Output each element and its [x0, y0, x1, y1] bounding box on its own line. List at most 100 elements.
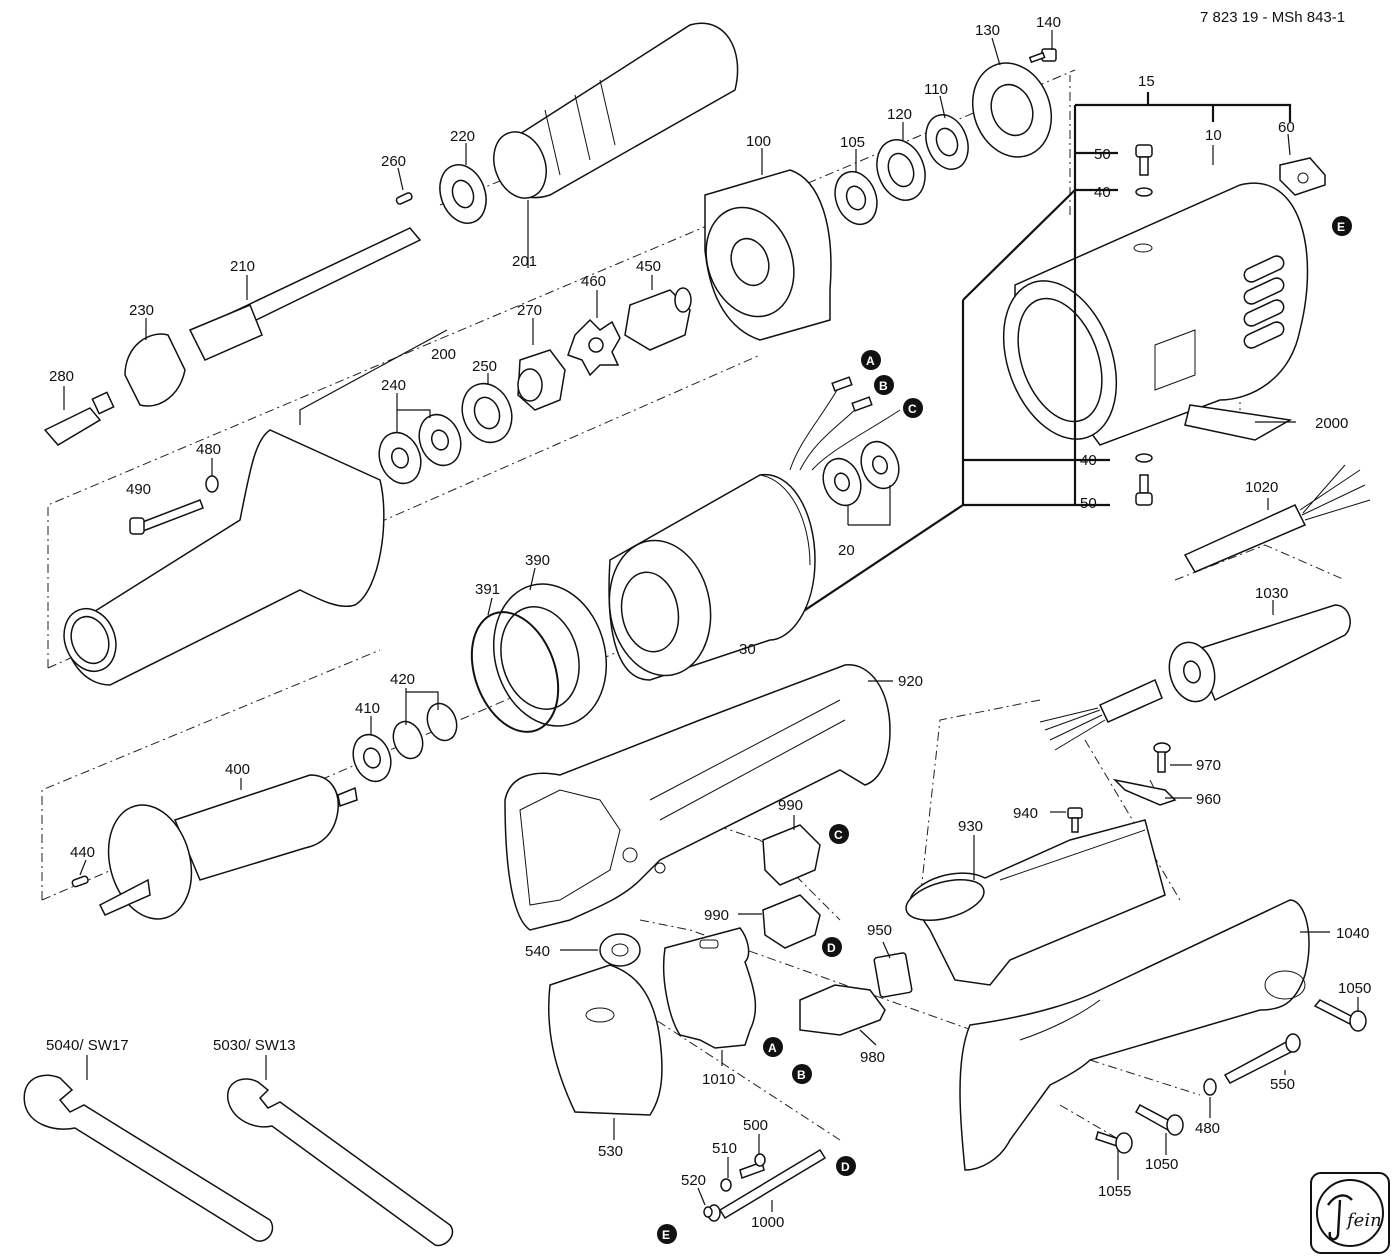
part-label: 220 — [450, 128, 475, 145]
part-label: 480 — [196, 441, 221, 458]
gasket-part — [1279, 157, 1326, 196]
washer-510 — [720, 1178, 732, 1192]
part-label: 230 — [129, 302, 154, 319]
part-label: 110 — [924, 81, 948, 98]
part-label: 201 — [512, 253, 537, 270]
part-label: 15 — [1138, 73, 1155, 90]
spindle-210 — [188, 227, 422, 361]
part-label: 1000 — [751, 1214, 784, 1231]
wrench-sw17 — [23, 1074, 274, 1242]
connection-marker-d: D — [836, 1156, 856, 1176]
part-label: 490 — [126, 481, 151, 498]
switch-990-b — [762, 894, 821, 949]
spring-washers-420 — [392, 702, 458, 760]
key-260 — [395, 192, 413, 205]
nut-230 — [124, 333, 186, 407]
svg-text:E: E — [1337, 220, 1345, 234]
screw-top — [1135, 144, 1153, 197]
cover-950 — [873, 952, 913, 998]
part-label: 200 — [431, 346, 456, 363]
svg-text:B: B — [879, 379, 888, 393]
connection-marker-e: E — [657, 1224, 677, 1244]
bearing-250 — [461, 382, 513, 444]
part-label: 420 — [390, 671, 415, 688]
connection-marker-d: D — [822, 937, 842, 957]
leader-lines — [63, 30, 1359, 1212]
part-label: 250 — [472, 358, 497, 375]
cover-plate-1010 — [662, 927, 757, 1049]
part-label: 940 — [1013, 805, 1038, 822]
part-label: 270 — [517, 302, 542, 319]
part-label: 1020 — [1245, 479, 1278, 496]
collet-280 — [43, 391, 115, 446]
screw-500 — [739, 1153, 766, 1179]
base-plate-530 — [547, 964, 663, 1116]
screw-940 — [1067, 807, 1083, 833]
rubber-foot-540 — [599, 933, 641, 967]
cable-grommet-1030 — [1168, 604, 1351, 703]
connection-marker-b: B — [874, 375, 894, 395]
part-label: 100 — [746, 133, 771, 150]
washer-520 — [703, 1206, 713, 1218]
part-label: 440 — [70, 844, 95, 861]
part-label: 960 — [1196, 791, 1221, 808]
part-label: 1050 — [1145, 1156, 1178, 1173]
screw-bottom — [1135, 453, 1153, 506]
part-label: 260 — [381, 153, 406, 170]
handle-shell-1040 — [959, 899, 1310, 1171]
washer-480 — [205, 475, 219, 493]
document-id: 7 823 19 - MSh 843-1 — [1200, 9, 1345, 26]
coupling-460 — [567, 318, 621, 377]
part-label: 510 — [712, 1140, 737, 1157]
screw-490 — [129, 499, 204, 535]
bearing-220 — [439, 164, 487, 224]
svg-text:D: D — [841, 1160, 850, 1174]
washers-240 — [378, 413, 462, 485]
part-labels: 15 10 60 50 40 40 50 140 130 110 120 105… — [46, 14, 1371, 1231]
svg-text:C: C — [834, 828, 843, 842]
svg-text:fein: fein — [1345, 1210, 1382, 1231]
svg-text:A: A — [866, 354, 875, 368]
connection-marker-c: C — [903, 398, 923, 418]
part-label: 30 — [739, 641, 756, 658]
part-label: 480 — [1195, 1120, 1220, 1137]
part-label: 1055 — [1098, 1183, 1131, 1200]
part-label: 5040/ SW17 — [46, 1037, 129, 1054]
part-label: 450 — [636, 258, 661, 275]
label-plate — [1184, 404, 1293, 441]
key-440 — [71, 875, 89, 888]
cable-end — [1039, 678, 1163, 751]
part-label: 1040 — [1336, 925, 1369, 942]
part-label: 10 — [1205, 127, 1222, 144]
screw-1050-bottom — [1134, 1103, 1184, 1136]
part-label: 520 — [681, 1172, 706, 1189]
handle-shell-920 — [504, 664, 891, 931]
connection-marker-c: C — [829, 824, 849, 844]
part-label: 950 — [867, 922, 892, 939]
connection-marker-a: A — [861, 350, 881, 370]
part-label: 120 — [887, 106, 912, 123]
bearing-flange — [971, 62, 1053, 158]
switch-990-a — [762, 824, 821, 886]
part-label: 50 — [1094, 146, 1111, 163]
lead-wires — [789, 376, 901, 471]
gear-housing-200 — [63, 429, 385, 686]
part-label: 550 — [1270, 1076, 1295, 1093]
part-label: 130 — [975, 22, 1000, 39]
part-label: 280 — [49, 368, 74, 385]
part-label: 20 — [838, 542, 855, 559]
wrench-sw13 — [227, 1078, 454, 1247]
screw-550 — [1223, 1033, 1301, 1084]
bearing-110 — [925, 114, 969, 170]
part-label: 930 — [958, 818, 983, 835]
bracket-1000 — [707, 1148, 827, 1222]
part-label: 1010 — [702, 1071, 735, 1088]
part-label: 990 — [704, 907, 729, 924]
svg-text:B: B — [797, 1068, 806, 1082]
washer-105 — [834, 170, 878, 226]
bearing-shield-100 — [704, 169, 832, 341]
switch-slider-980 — [799, 984, 886, 1036]
part-label: 5030/ SW13 — [213, 1037, 296, 1054]
bearing-120 — [876, 139, 926, 201]
part-label: 990 — [778, 797, 803, 814]
